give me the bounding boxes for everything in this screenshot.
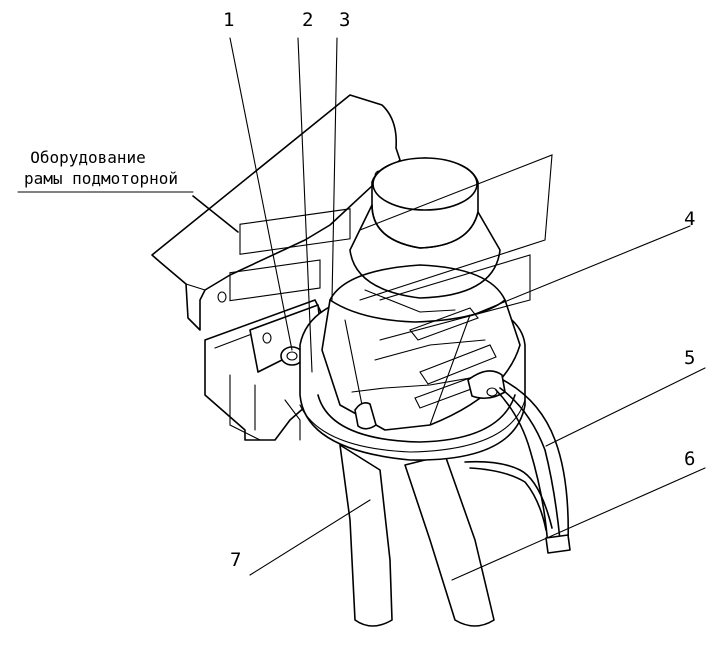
clamp-clip [354,402,377,430]
intake-pipes [339,444,495,627]
caption-line-1: Оборудование [30,148,146,167]
callout-5: 5 [684,347,695,369]
callout-7: 7 [230,549,241,571]
leader-lines [17,37,706,581]
sensor-wires [464,370,571,554]
subframe-plate [151,94,401,331]
callout-3: 3 [339,9,350,31]
callout-6: 6 [684,448,695,470]
caption-line-2: рамы подмоторной [24,169,178,188]
callout-1: 1 [223,9,234,31]
bolt-hole [217,291,227,303]
callout-4: 4 [684,208,695,230]
callout-2: 2 [302,9,313,31]
filter-cap [349,154,553,341]
